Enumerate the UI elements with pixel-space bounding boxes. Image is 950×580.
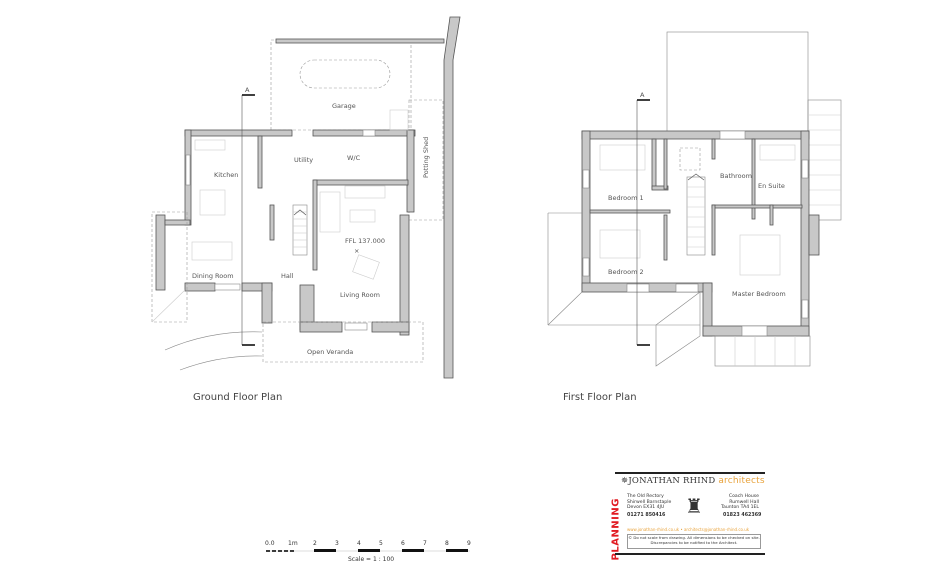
garage-rear-wall	[275, 38, 445, 44]
scale-tick: 7	[423, 540, 427, 547]
ground-stairs	[292, 204, 308, 256]
room-master-bedroom: Master Bedroom	[732, 290, 786, 298]
firm-suffix: architects	[718, 476, 765, 486]
veranda-outline	[262, 321, 424, 363]
garage-roof-outline	[666, 31, 809, 133]
scale-tick: 9	[467, 540, 471, 547]
room-veranda: Open Veranda	[307, 348, 353, 356]
scale-tick: 8	[445, 540, 449, 547]
scale-tick: 2	[313, 540, 317, 547]
room-bathroom: Bathroom	[720, 172, 752, 180]
room-wc: W/C	[347, 154, 361, 162]
title-block-top-rule	[615, 472, 765, 474]
room-bedroom2: Bedroom 2	[608, 268, 644, 276]
office-left-phone: 01271 850416	[627, 513, 666, 518]
disclaimer-note: © Do not scale from drawing. All dimensi…	[627, 534, 761, 549]
room-bedroom1: Bedroom 1	[608, 194, 644, 202]
room-hall: Hall	[281, 272, 294, 280]
office-right-phone: 01823 462369	[723, 513, 762, 518]
first-stairs	[679, 147, 706, 256]
scale-tick: 5	[379, 540, 383, 547]
room-garage: Garage	[332, 102, 356, 110]
crest-icon: ✵	[621, 476, 629, 486]
office-right-address: Coach House Rumwell Hall Taunton TA4 1EL	[720, 494, 759, 511]
ground-floor-title: Ground Floor Plan	[193, 392, 283, 403]
office-left-address: The Old Rectory Shirwell Barnstaple Devo…	[627, 494, 672, 511]
scale-tick: 3	[335, 540, 339, 547]
scale-tick: 0.0	[265, 540, 275, 547]
room-living: Living Room	[340, 291, 380, 299]
first-floor-plan: A Bedroom 1 Bathroom En Suite Bedroom 2 …	[547, 31, 842, 367]
ffl-level: FFL 137.000	[345, 237, 385, 245]
ffl-mark: ×	[354, 247, 359, 255]
scale-tick: 1m	[288, 540, 298, 547]
web-email-line[interactable]: www.jonathan-rhind.co.uk • architects@jo…	[627, 527, 750, 532]
boundary-wall	[443, 16, 461, 379]
section-marker: A	[245, 86, 250, 94]
scale-bar	[266, 549, 470, 552]
logo-crest-icon: ♜	[685, 494, 703, 518]
ground-floor-plan: A Garage Potting Shed Utility W/C Kitche…	[151, 16, 461, 379]
room-utility: Utility	[294, 156, 313, 164]
scale-tick: 6	[401, 540, 405, 547]
title-block-bottom-rule	[615, 553, 765, 555]
first-floor-title: First Floor Plan	[563, 392, 637, 403]
scale-label: Scale = 1 : 100	[348, 556, 395, 563]
car-outline	[299, 59, 391, 89]
scale-tick: 4	[357, 540, 361, 547]
room-kitchen: Kitchen	[214, 171, 238, 179]
room-dining: Dining Room	[192, 272, 234, 280]
room-potting-shed: Potting Shed	[422, 137, 430, 178]
section-marker: A	[640, 91, 645, 99]
firm-name: ✵JONATHAN RHIND architects	[621, 476, 765, 486]
room-en-suite: En Suite	[758, 182, 785, 190]
title-block: ✵JONATHAN RHIND architects PLANNING The …	[605, 472, 765, 561]
